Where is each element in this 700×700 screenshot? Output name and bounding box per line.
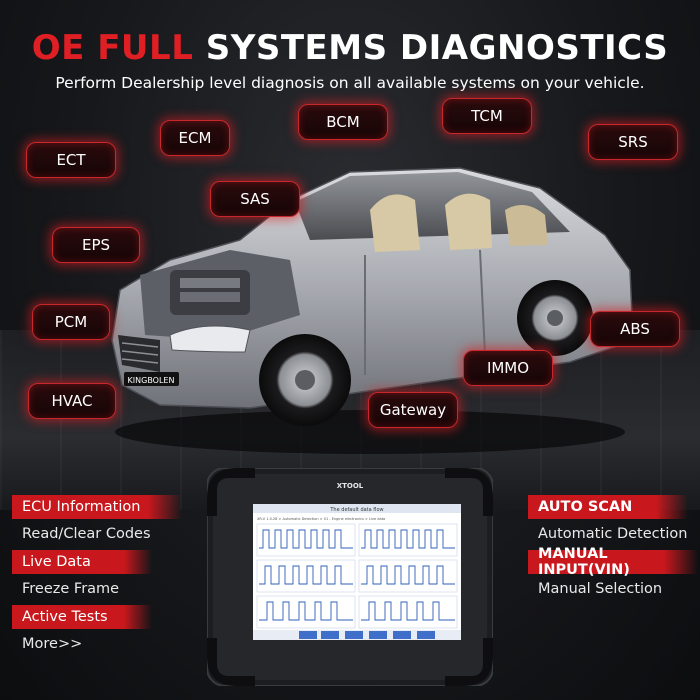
feature-manual-selection: Manual Selection [528, 577, 698, 601]
page-title: OE FULL SYSTEMS DIAGNOSTICS [0, 28, 700, 68]
system-bubble-sas: SAS [210, 181, 300, 217]
screen-breadcrumb: XR-V 1.0.28 > Automatic Detection > 01 -… [257, 517, 385, 521]
feature-label: More>> [22, 636, 83, 652]
feature-label: Automatic Detection [538, 526, 688, 542]
screen-title: The default data flow [329, 507, 383, 513]
system-bubble-eps: EPS [52, 227, 140, 263]
feature-more: More>> [12, 632, 182, 656]
feature-auto-scan: AUTO SCAN [528, 495, 688, 519]
system-bubble-immo: IMMO [463, 350, 553, 386]
system-bubble-abs: ABS [590, 311, 680, 347]
system-bubble-ecm: ECM [160, 120, 230, 156]
feature-label: AUTO SCAN [538, 499, 633, 515]
diagnostic-tablet: XTOOL The default data flow XR-V 1.0.28 … [207, 468, 493, 686]
system-bubble-pcm: PCM [32, 304, 110, 340]
feature-label: MANUAL INPUT(VIN) [538, 546, 630, 578]
feature-label: Manual Selection [538, 581, 663, 597]
feature-label: ECU Information [22, 499, 141, 515]
car-cutaway-illustration: KINGBOLEN [111, 167, 633, 454]
system-bubble-gateway: Gateway [368, 392, 458, 428]
feature-freeze-frame: Freeze Frame [12, 577, 182, 601]
feature-label: Live Data [22, 554, 91, 570]
system-bubble-tcm: TCM [442, 98, 532, 134]
feature-read-clear-codes: Read/Clear Codes [12, 522, 182, 546]
device-brand: XTOOL [337, 482, 364, 490]
page-subtitle: Perform Dealership level diagnosis on al… [55, 74, 645, 92]
license-plate-text: KINGBOLEN [128, 376, 175, 385]
feature-live-data: Live Data [12, 550, 152, 574]
feature-active-tests: Active Tests [12, 605, 152, 629]
system-bubble-hvac: HVAC [28, 383, 116, 419]
system-bubble-bcm: BCM [298, 104, 388, 140]
feature-automatic-detection: Automatic Detection [528, 522, 698, 546]
feature-label: Read/Clear Codes [22, 526, 151, 542]
feature-label: Active Tests [22, 609, 108, 625]
system-bubble-srs: SRS [588, 124, 678, 160]
title-red: OE FULL [31, 28, 194, 68]
system-bubble-ect: ECT [26, 142, 116, 178]
feature-ecu-information: ECU Information [12, 495, 182, 519]
title-white: SYSTEMS DIAGNOSTICS [205, 28, 669, 68]
feature-label: Freeze Frame [22, 581, 120, 597]
feature-manual-input-vin: MANUAL INPUT(VIN) [528, 546, 698, 578]
